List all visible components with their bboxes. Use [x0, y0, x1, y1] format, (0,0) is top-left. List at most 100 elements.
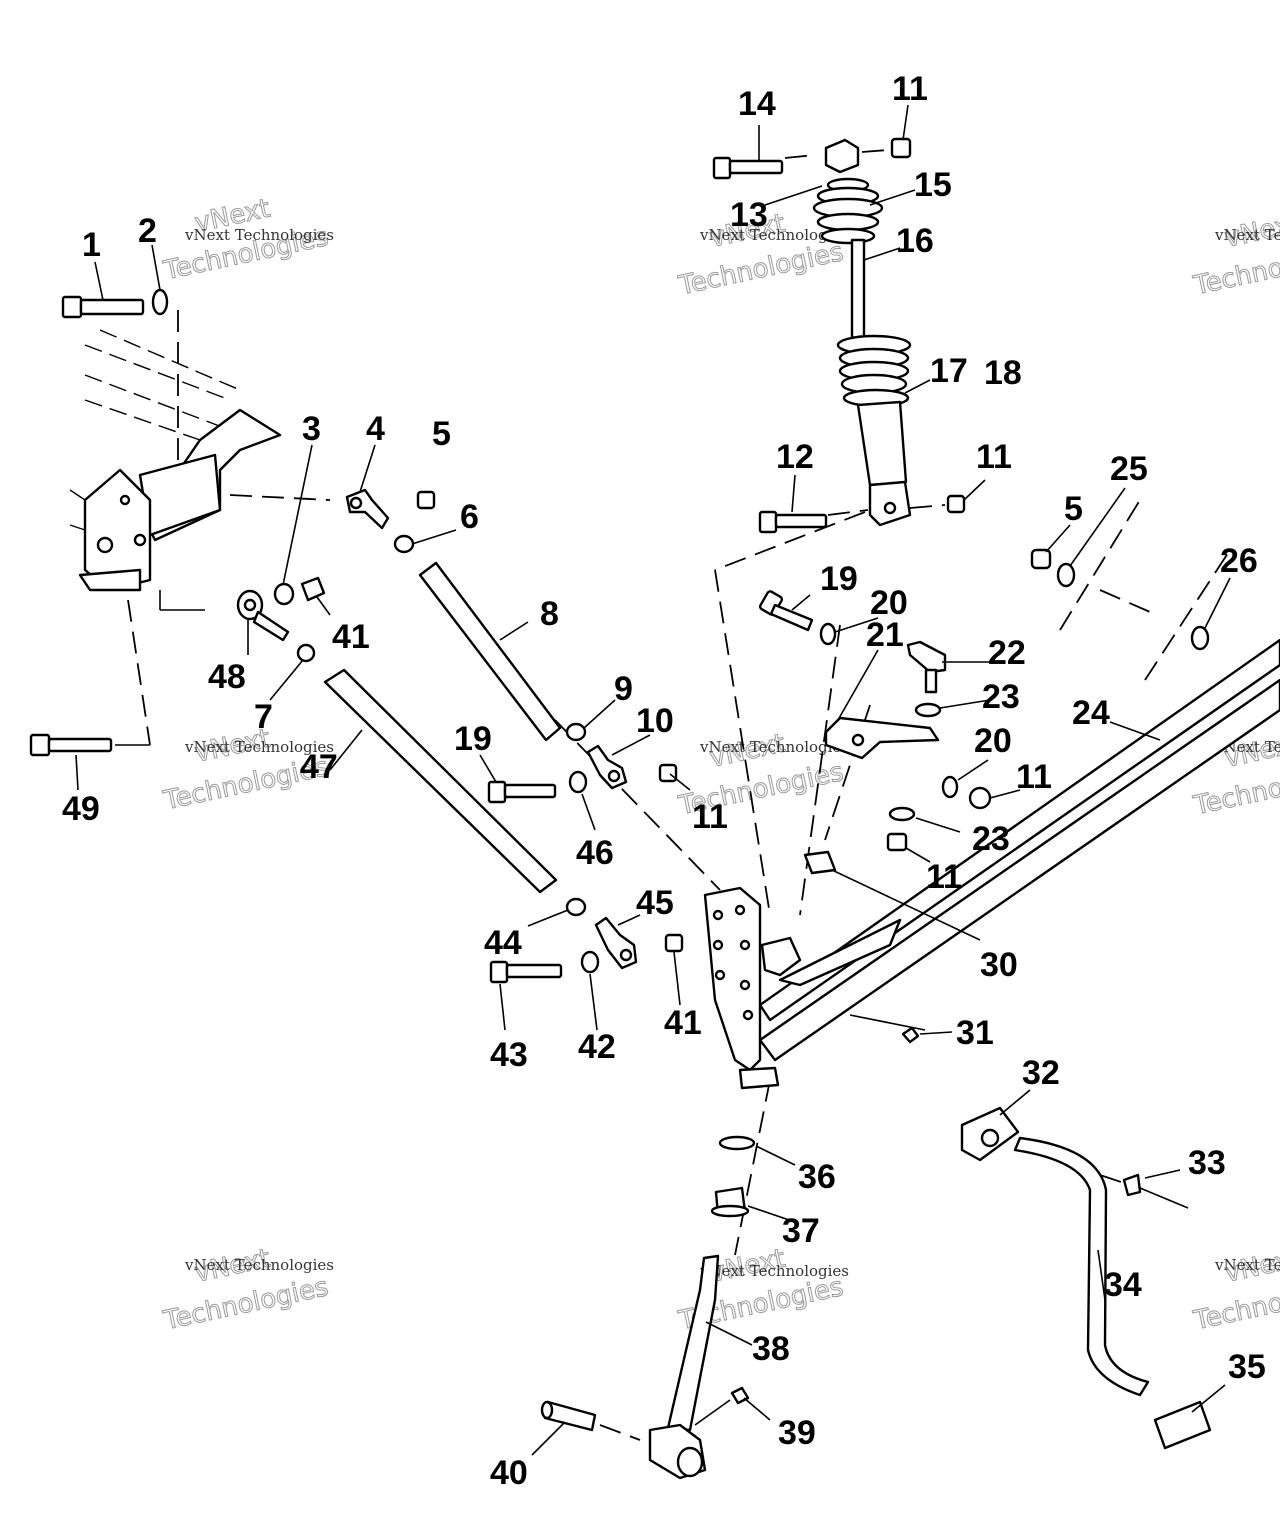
- callout-10: 10: [636, 702, 674, 740]
- bolt-19: [487, 780, 557, 804]
- callout-2: 2: [138, 212, 157, 250]
- callout-33: 33: [1188, 1144, 1226, 1182]
- callout-37: 37: [782, 1212, 820, 1250]
- bolt-19: [758, 590, 814, 632]
- callout-4: 4: [366, 410, 385, 448]
- callout-1: 1: [82, 226, 101, 264]
- nut-9: [565, 722, 587, 742]
- washer-23: [888, 806, 916, 822]
- watermark-text: vNext Technologies: [184, 1256, 334, 1274]
- callout-12: 12: [776, 438, 814, 476]
- callout-43: 43: [490, 1036, 528, 1074]
- callout-34: 34: [1104, 1266, 1142, 1304]
- callout-36: 36: [798, 1158, 836, 1196]
- callout-18: 18: [984, 354, 1022, 392]
- bushing-30: [803, 850, 837, 875]
- callout-41: 41: [332, 618, 370, 656]
- watermark-text: vNext Technologies: [699, 738, 849, 756]
- watermark-text: vNext Technologies: [184, 738, 334, 756]
- callout-31: 31: [956, 1014, 994, 1052]
- callout-25: 25: [1110, 450, 1148, 488]
- callout-45: 45: [636, 884, 674, 922]
- spacer-3: [273, 582, 295, 606]
- callout-44: 44: [484, 924, 522, 962]
- steering-arm-21: [824, 716, 940, 760]
- tie-rod-47: [323, 668, 558, 894]
- callout-42: 42: [578, 1028, 616, 1066]
- callout-5: 5: [1064, 490, 1083, 528]
- rod-34: [1013, 1136, 1150, 1397]
- chassis-bracket: [69, 329, 282, 592]
- bolt-49: [29, 733, 113, 757]
- callout-7: 7: [254, 698, 273, 736]
- front-frame-24: [703, 638, 1280, 1090]
- callout-20: 20: [974, 722, 1012, 760]
- nut-11: [946, 494, 966, 514]
- rod-end-4: [345, 488, 390, 530]
- watermark-text: vNext Technologies: [184, 226, 334, 244]
- callout-17: 17: [930, 352, 968, 390]
- callout-6: 6: [460, 498, 479, 536]
- callout-16: 16: [896, 222, 934, 260]
- callout-20: 20: [870, 584, 908, 622]
- callout-23: 23: [972, 820, 1010, 858]
- callout-35: 35: [1228, 1348, 1266, 1386]
- block-35: [1153, 1400, 1212, 1450]
- bolt-12: [758, 510, 828, 534]
- callout-30: 30: [980, 946, 1018, 984]
- washer-25: [1056, 562, 1076, 588]
- callout-40: 40: [490, 1454, 528, 1492]
- shock-absorber: [812, 138, 912, 527]
- washer-2: [151, 288, 169, 316]
- callout-3: 3: [302, 410, 321, 448]
- nut-7: [296, 643, 316, 663]
- washer-42: [580, 950, 600, 974]
- ring-36: [718, 1135, 756, 1151]
- bushing-37: [710, 1186, 750, 1218]
- callout-46: 46: [576, 834, 614, 872]
- nut-6: [393, 534, 415, 554]
- nut-5: [416, 490, 436, 510]
- callout-32: 32: [1022, 1054, 1060, 1092]
- bolt-1: [61, 295, 145, 319]
- watermark-technologies: Technologies: [160, 1272, 331, 1336]
- callout-24: 24: [1072, 694, 1110, 732]
- nut-11: [890, 137, 912, 159]
- callout-19: 19: [454, 720, 492, 758]
- washer-26: [1190, 625, 1210, 651]
- callout-11: 11: [692, 798, 728, 836]
- callout-48: 48: [208, 658, 246, 696]
- pin-40: [540, 1400, 597, 1432]
- assembly-lines: [115, 149, 1231, 1441]
- callout-23: 23: [982, 678, 1020, 716]
- callout-8: 8: [540, 595, 559, 633]
- pin-33: [1122, 1173, 1189, 1209]
- watermark-text: vNext Technologies: [1214, 226, 1280, 244]
- washer-20: [819, 622, 837, 646]
- mount-32: [960, 1106, 1020, 1162]
- callout-13: 13: [730, 196, 768, 234]
- callout-14: 14: [738, 85, 776, 123]
- rod-end-48: [236, 589, 290, 642]
- callout-labels: 1 2 3 4 5 6 7 8 9 10 11 11 11 11 11 12 1…: [62, 70, 1266, 1492]
- leader-lines: [75, 104, 1231, 1456]
- callout-5: 5: [432, 415, 451, 453]
- washer-23: [914, 702, 942, 718]
- callout-49: 49: [62, 790, 100, 828]
- watermark-text: vNext Technologies: [699, 1262, 849, 1280]
- callout-39: 39: [778, 1414, 816, 1452]
- callout-11: 11: [1016, 758, 1052, 796]
- bolt-14: [712, 156, 784, 180]
- washer-20: [941, 775, 959, 799]
- watermark-text: vNext Technologies: [1214, 1256, 1280, 1274]
- spindle-38: [648, 1254, 720, 1480]
- nut-5: [1030, 548, 1052, 570]
- fitting-39: [730, 1386, 750, 1405]
- nut-11: [658, 763, 678, 783]
- bolt-43: [489, 960, 563, 984]
- callout-19: 19: [820, 560, 858, 598]
- callout-9: 9: [614, 670, 633, 708]
- callout-11: 11: [892, 70, 928, 108]
- callout-47: 47: [300, 748, 338, 786]
